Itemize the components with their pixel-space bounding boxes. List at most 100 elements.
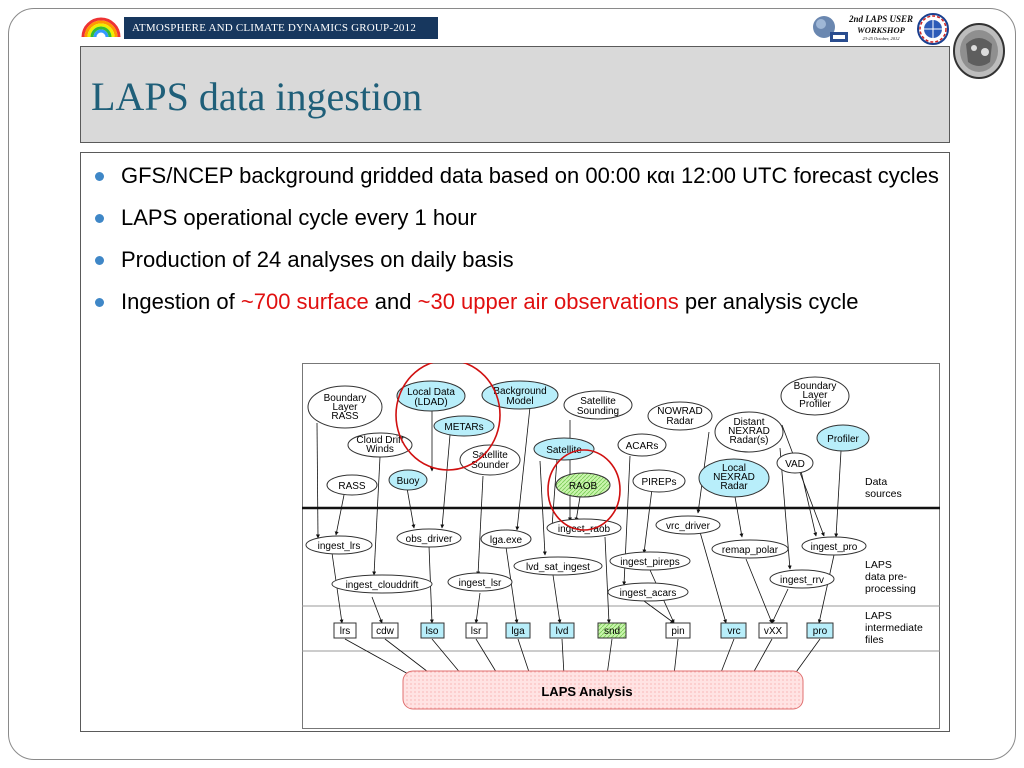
svg-text:ingest_lsr: ingest_lsr	[459, 578, 502, 589]
node-lga-exe: lga.exe	[480, 529, 532, 549]
bullet-text-part: and	[368, 289, 418, 314]
svg-text:lso: lso	[426, 626, 439, 637]
node-profiler: Profiler	[816, 424, 870, 452]
bullet-highlight-upper-air: ~30 upper air observations	[417, 289, 679, 314]
svg-text:pro: pro	[813, 626, 828, 637]
node-satellite: Satellite	[533, 437, 595, 461]
node-vad: VAD	[776, 452, 814, 474]
svg-text:ingest_pireps: ingest_pireps	[620, 557, 679, 568]
laps-ingestion-diagram: Data sources LAPS data pre- processing L…	[302, 363, 940, 729]
svg-text:Local Data(LDAD): Local Data(LDAD)	[407, 387, 455, 408]
wmo-emblem-icon	[917, 13, 949, 45]
node-local-data-ldad: Local Data(LDAD)	[396, 380, 466, 412]
svg-text:snd: snd	[604, 626, 620, 637]
rainbow-logo	[81, 17, 121, 38]
bullet-text: GFS/NCEP background gridded data based o…	[121, 163, 939, 188]
svg-text:lvd: lvd	[556, 626, 569, 637]
bullet-dot-icon	[95, 298, 104, 307]
ancient-coin-logo	[953, 23, 1005, 79]
workshop-line-1: 2nd LAPS USER	[848, 14, 914, 24]
node-acars: ACARs	[617, 433, 667, 457]
node-pireps: PIREPs	[632, 469, 686, 493]
highlight-circle-upper-air	[547, 449, 621, 531]
bullet-dot-icon	[95, 214, 104, 223]
svg-text:remap_polar: remap_polar	[722, 545, 779, 556]
node-ingest-rrv: ingest_rrv	[769, 569, 835, 589]
node-rass: RASS	[326, 474, 378, 496]
file-nodes: lrs cdw lso lsr lga lvd snd pin vrc vXX …	[333, 622, 834, 639]
svg-text:ingest_acars: ingest_acars	[620, 588, 677, 599]
bullet-highlight-surface: ~700 surface	[240, 289, 369, 314]
bullet-text-part: per analysis cycle	[678, 289, 859, 314]
title-box: LAPS data ingestion	[80, 46, 950, 143]
laps-analysis-label: LAPS Analysis	[541, 684, 632, 699]
label-intermediate-files: LAPS intermediate files	[865, 610, 926, 646]
svg-text:RAOB: RAOB	[569, 481, 598, 492]
svg-text:VAD: VAD	[785, 459, 805, 470]
node-metars: METARs	[433, 415, 495, 437]
svg-text:cdw: cdw	[376, 626, 395, 637]
svg-text:ingest_pro: ingest_pro	[811, 542, 858, 553]
file-lvd: lvd	[549, 622, 575, 639]
node-remap-polar: remap_polar	[711, 539, 789, 559]
bullet-dot-icon	[95, 256, 104, 265]
bullet-item: Production of 24 analyses on daily basis	[93, 243, 943, 277]
svg-text:lvd_sat_ingest: lvd_sat_ingest	[526, 562, 590, 573]
file-pro: pro	[806, 622, 834, 639]
file-vrc: vrc	[720, 622, 747, 639]
node-ingest-lsr: ingest_lsr	[447, 572, 513, 592]
bullet-text: Production of 24 analyses on daily basis	[121, 247, 514, 272]
workshop-title: 2nd LAPS USER WORKSHOP 23-25 October, 20…	[846, 14, 916, 42]
laps-analysis-node: LAPS Analysis	[402, 670, 804, 710]
file-lsr: lsr	[465, 622, 488, 639]
svg-text:ingest_clouddrift: ingest_clouddrift	[346, 580, 419, 591]
label-data-sources: Data sources	[865, 476, 902, 500]
workshop-globe-icon	[813, 16, 848, 42]
node-vrc-driver: vrc_driver	[655, 515, 721, 535]
label-preprocessing: LAPS data pre- processing	[865, 559, 916, 595]
node-ingest-lrs: ingest_lrs	[305, 535, 373, 555]
file-vxx: vXX	[758, 622, 788, 639]
svg-text:lga: lga	[511, 626, 525, 637]
bullet-dot-icon	[95, 172, 104, 181]
node-ingest-pireps: ingest_pireps	[609, 551, 691, 571]
file-arrows	[344, 638, 821, 676]
process-nodes: ingest_raob vrc_driver ingest_lrs obs_dr…	[305, 515, 867, 602]
svg-text:Buoy: Buoy	[397, 476, 420, 487]
workshop-line-2: WORKSHOP	[857, 25, 905, 35]
svg-text:ingest_rrv: ingest_rrv	[780, 575, 824, 586]
svg-text:lsr: lsr	[471, 626, 482, 637]
workshop-line-3: 23-25 October, 2012	[862, 36, 900, 41]
file-lga: lga	[505, 622, 531, 639]
svg-text:lga.exe: lga.exe	[490, 535, 523, 546]
node-ingest-acars: ingest_acars	[607, 582, 689, 602]
svg-text:Profiler: Profiler	[827, 434, 859, 445]
svg-text:obs_driver: obs_driver	[406, 534, 453, 545]
svg-text:pin: pin	[671, 626, 684, 637]
slide-title: LAPS data ingestion	[91, 74, 423, 119]
svg-text:ingest_lrs: ingest_lrs	[318, 541, 361, 552]
node-buoy: Buoy	[388, 469, 428, 491]
svg-text:vXX: vXX	[764, 626, 783, 637]
node-lvd-sat-ingest: lvd_sat_ingest	[513, 556, 603, 576]
file-cdw: cdw	[371, 622, 399, 639]
bullet-item: Ingestion of ~700 surface and ~30 upper …	[93, 285, 943, 319]
bullet-text: LAPS operational cycle every 1 hour	[121, 205, 477, 230]
svg-text:METARs: METARs	[444, 422, 483, 433]
node-ingest-clouddrift: ingest_clouddrift	[331, 574, 433, 594]
node-ingest-raob: ingest_raob	[546, 518, 622, 538]
